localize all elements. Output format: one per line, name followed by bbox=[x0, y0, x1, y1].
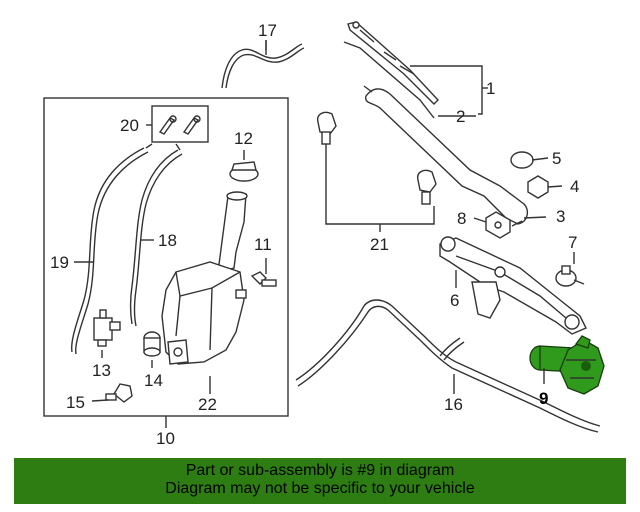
clip-set bbox=[151, 105, 209, 143]
bolt-15 bbox=[105, 383, 133, 403]
callout-4: 4 bbox=[570, 177, 579, 196]
leader-lines bbox=[74, 40, 575, 428]
grommet bbox=[555, 265, 585, 287]
notice-line-2: Diagram may not be specific to your vehi… bbox=[165, 480, 475, 497]
washer-nozzle-upper bbox=[317, 111, 337, 145]
callout-6: 6 bbox=[450, 291, 459, 310]
callout-10: 10 bbox=[156, 429, 175, 448]
callout-15: 15 bbox=[66, 393, 85, 412]
washer-nozzle-lower bbox=[417, 169, 437, 205]
callout-22: 22 bbox=[198, 395, 217, 414]
callout-2: 2 bbox=[456, 107, 465, 126]
callout-8: 8 bbox=[457, 209, 466, 228]
parts-diagram: 1 2 3 4 5 6 7 8 9 10 11 12 13 14 15 16 1… bbox=[43, 21, 605, 448]
washer-pump bbox=[93, 309, 121, 347]
bolt-11 bbox=[250, 271, 277, 287]
wiper-linkage bbox=[439, 236, 587, 335]
wiper-blade bbox=[343, 21, 439, 119]
notice-banner: Part or sub-assembly is #9 in diagram Di… bbox=[14, 458, 626, 504]
callout-7: 7 bbox=[568, 233, 577, 252]
wiper-arm bbox=[363, 85, 529, 225]
arm-nut bbox=[527, 175, 549, 199]
washer-hose-16 bbox=[295, 299, 601, 433]
notice-line-1: Part or sub-assembly is #9 in diagram bbox=[185, 462, 455, 479]
washer-hose-17 bbox=[221, 40, 305, 89]
callout-11: 11 bbox=[254, 235, 272, 254]
pump-grommet bbox=[143, 331, 161, 357]
callout-3: 3 bbox=[556, 207, 565, 226]
washer-reservoir bbox=[161, 191, 248, 365]
callout-18: 18 bbox=[158, 231, 177, 250]
callout-9: 9 bbox=[539, 389, 548, 408]
callout-19: 19 bbox=[50, 253, 69, 272]
callout-17: 17 bbox=[258, 21, 277, 40]
callout-14: 14 bbox=[144, 371, 163, 390]
arm-cap bbox=[510, 151, 534, 169]
bracket bbox=[485, 211, 511, 239]
callout-12: 12 bbox=[234, 129, 253, 148]
callout-16: 16 bbox=[444, 395, 463, 414]
washer-hose-19 bbox=[70, 147, 149, 355]
callout-1: 1 bbox=[486, 79, 495, 98]
callout-20: 20 bbox=[120, 116, 139, 135]
reservoir-cap bbox=[229, 161, 259, 182]
callout-13: 13 bbox=[92, 361, 111, 380]
wiper-motor bbox=[529, 335, 605, 395]
callout-21: 21 bbox=[370, 235, 389, 254]
callout-5: 5 bbox=[552, 149, 561, 168]
